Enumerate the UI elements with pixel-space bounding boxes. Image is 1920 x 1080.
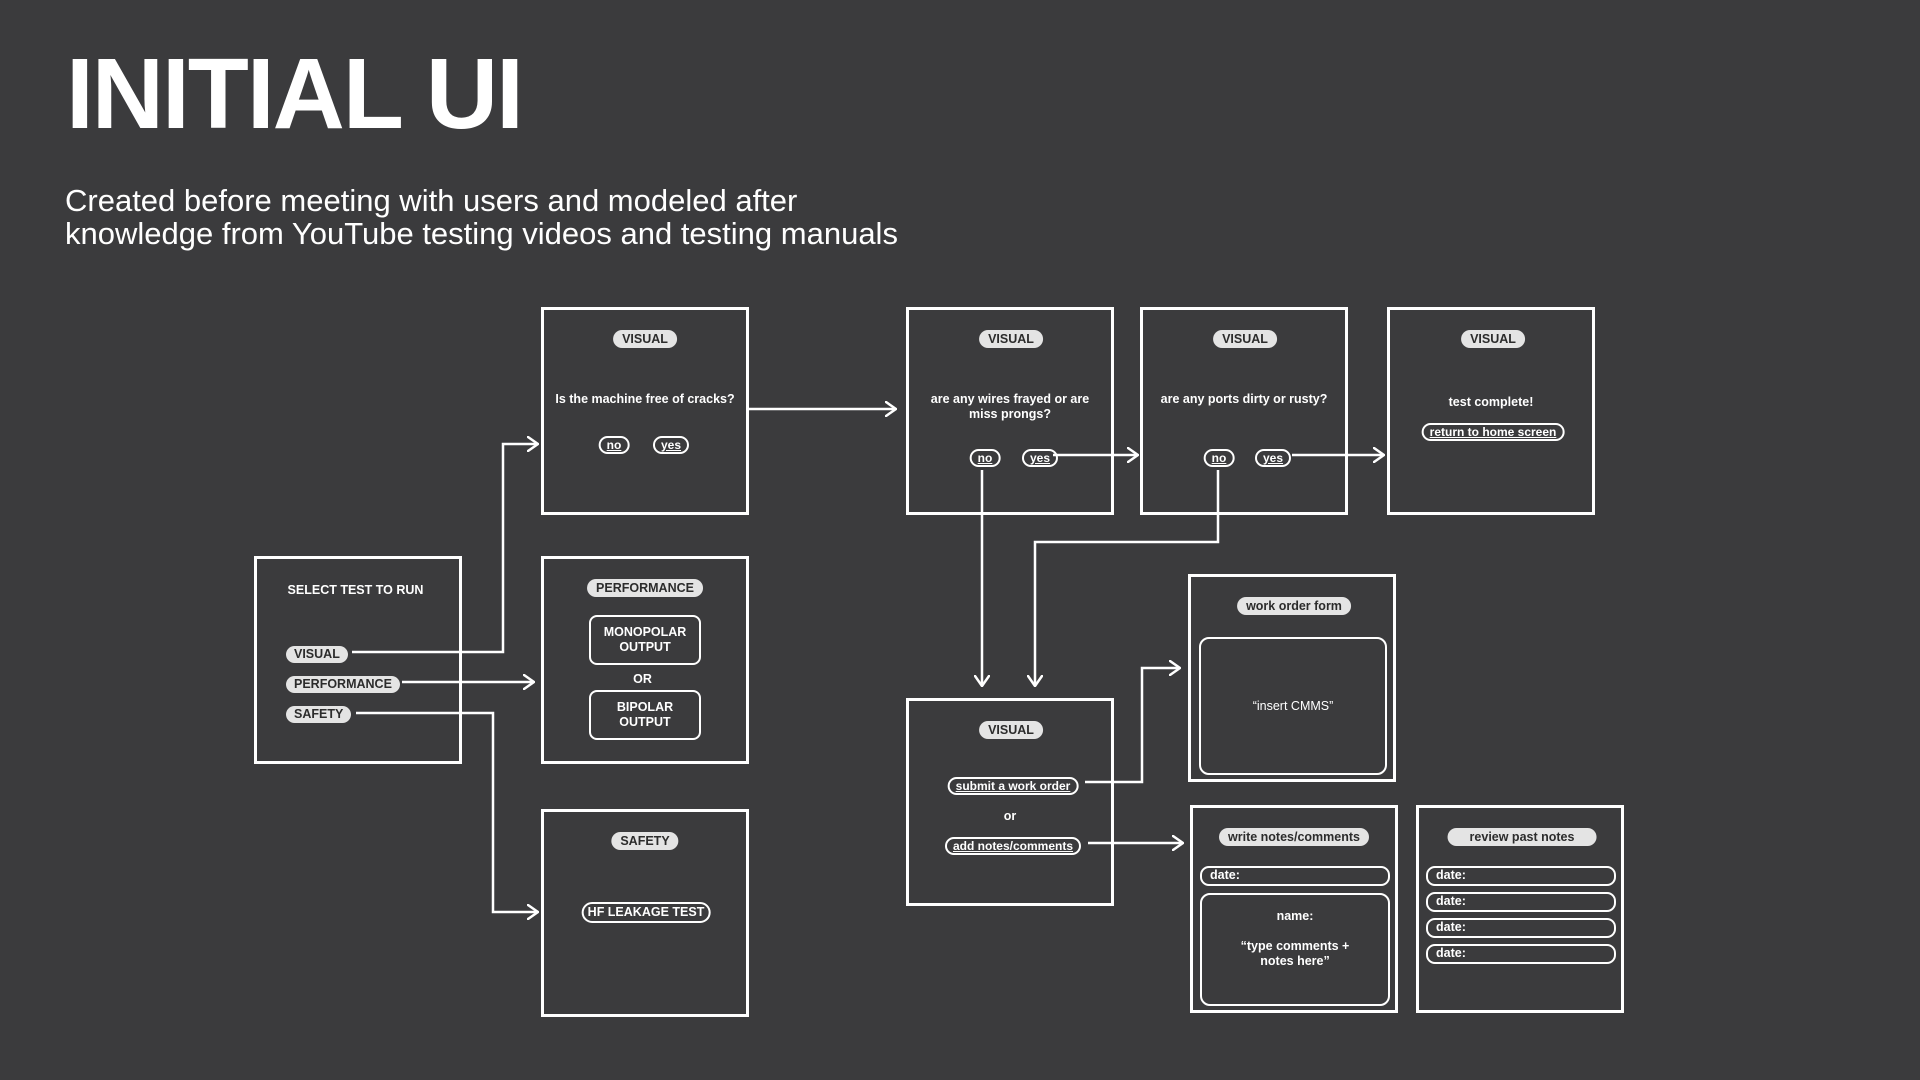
option-visual[interactable]: VISUAL (286, 646, 348, 663)
cmms-embed-area[interactable]: “insert CMMS” (1199, 637, 1387, 775)
or-label: or (1003, 809, 1017, 823)
page-subtitle: Created before meeting with users and mo… (65, 184, 898, 250)
past-note-date-field[interactable]: date: (1426, 918, 1616, 938)
add-notes-button[interactable]: add notes/comments (944, 837, 1082, 855)
visual-screen-ports: VISUAL are any ports dirty or rusty? no … (1140, 307, 1348, 515)
performance-screen: PERFORMANCE MONOPOLAR OUTPUT OR BIPOLAR … (541, 556, 749, 764)
monopolar-output-button[interactable]: MONOPOLAR OUTPUT (589, 615, 701, 665)
work-order-screen: work order form “insert CMMS” (1188, 574, 1396, 782)
no-button[interactable]: no (598, 436, 630, 454)
review-notes-tag: review past notes (1447, 828, 1597, 846)
name-label: name: (1276, 909, 1314, 923)
page-title: INITIAL UI (66, 38, 524, 150)
safety-tag: SAFETY (611, 832, 679, 850)
notes-text-area[interactable]: name: “type comments + notes here” (1200, 893, 1390, 1006)
option-safety[interactable]: SAFETY (286, 706, 352, 723)
visual-screen-wires: VISUAL are any wires frayed or are miss … (906, 307, 1114, 515)
safety-screen: SAFETY HF LEAKAGE TEST (541, 809, 749, 1017)
option-performance[interactable]: PERFORMANCE (286, 676, 400, 693)
no-button[interactable]: no (969, 449, 1001, 467)
test-complete-message: test complete! (1448, 395, 1534, 409)
return-home-button[interactable]: return to home screen (1421, 423, 1565, 441)
visual-tag: VISUAL (1213, 330, 1277, 348)
visual-tag: VISUAL (979, 721, 1043, 739)
write-notes-screen: write notes/comments date: name: “type c… (1190, 805, 1398, 1013)
visual-tag: VISUAL (1461, 330, 1525, 348)
write-notes-tag: write notes/comments (1219, 828, 1369, 846)
submit-work-order-button[interactable]: submit a work order (947, 777, 1079, 795)
bipolar-output-button[interactable]: BIPOLAR OUTPUT (589, 690, 701, 740)
visual-tag: VISUAL (613, 330, 677, 348)
visual-fail-screen: VISUAL submit a work order or add notes/… (906, 698, 1114, 906)
performance-tag: PERFORMANCE (587, 579, 703, 597)
date-field[interactable]: date: (1200, 866, 1390, 886)
work-order-tag: work order form (1237, 597, 1351, 615)
question-text: Is the machine free of cracks? (555, 392, 735, 406)
visual-screen-cracks: VISUAL Is the machine free of cracks? no… (541, 307, 749, 515)
comments-placeholder: “type comments + notes here” (1240, 939, 1350, 968)
question-text: are any wires frayed or are miss prongs? (930, 392, 1090, 421)
past-note-date-field[interactable]: date: (1426, 944, 1616, 964)
yes-button[interactable]: yes (652, 436, 690, 454)
select-test-title: SELECT TEST TO RUN (287, 583, 424, 597)
hf-leakage-test-button[interactable]: HF LEAKAGE TEST (581, 902, 711, 923)
past-note-date-field[interactable]: date: (1426, 892, 1616, 912)
no-button[interactable]: no (1203, 449, 1235, 467)
question-text: are any ports dirty or rusty? (1160, 392, 1328, 406)
select-test-screen: SELECT TEST TO RUN VISUAL PERFORMANCE SA… (254, 556, 462, 764)
subtitle-line-1: Created before meeting with users and mo… (65, 183, 798, 218)
subtitle-line-2: knowledge from YouTube testing videos an… (65, 216, 898, 251)
review-notes-screen: review past notes date: date: date: date… (1416, 805, 1624, 1013)
visual-complete-screen: VISUAL test complete! return to home scr… (1387, 307, 1595, 515)
yes-button[interactable]: yes (1254, 449, 1292, 467)
visual-tag: VISUAL (979, 330, 1043, 348)
yes-button[interactable]: yes (1021, 449, 1059, 467)
past-note-date-field[interactable]: date: (1426, 866, 1616, 886)
or-label: OR (633, 672, 652, 686)
